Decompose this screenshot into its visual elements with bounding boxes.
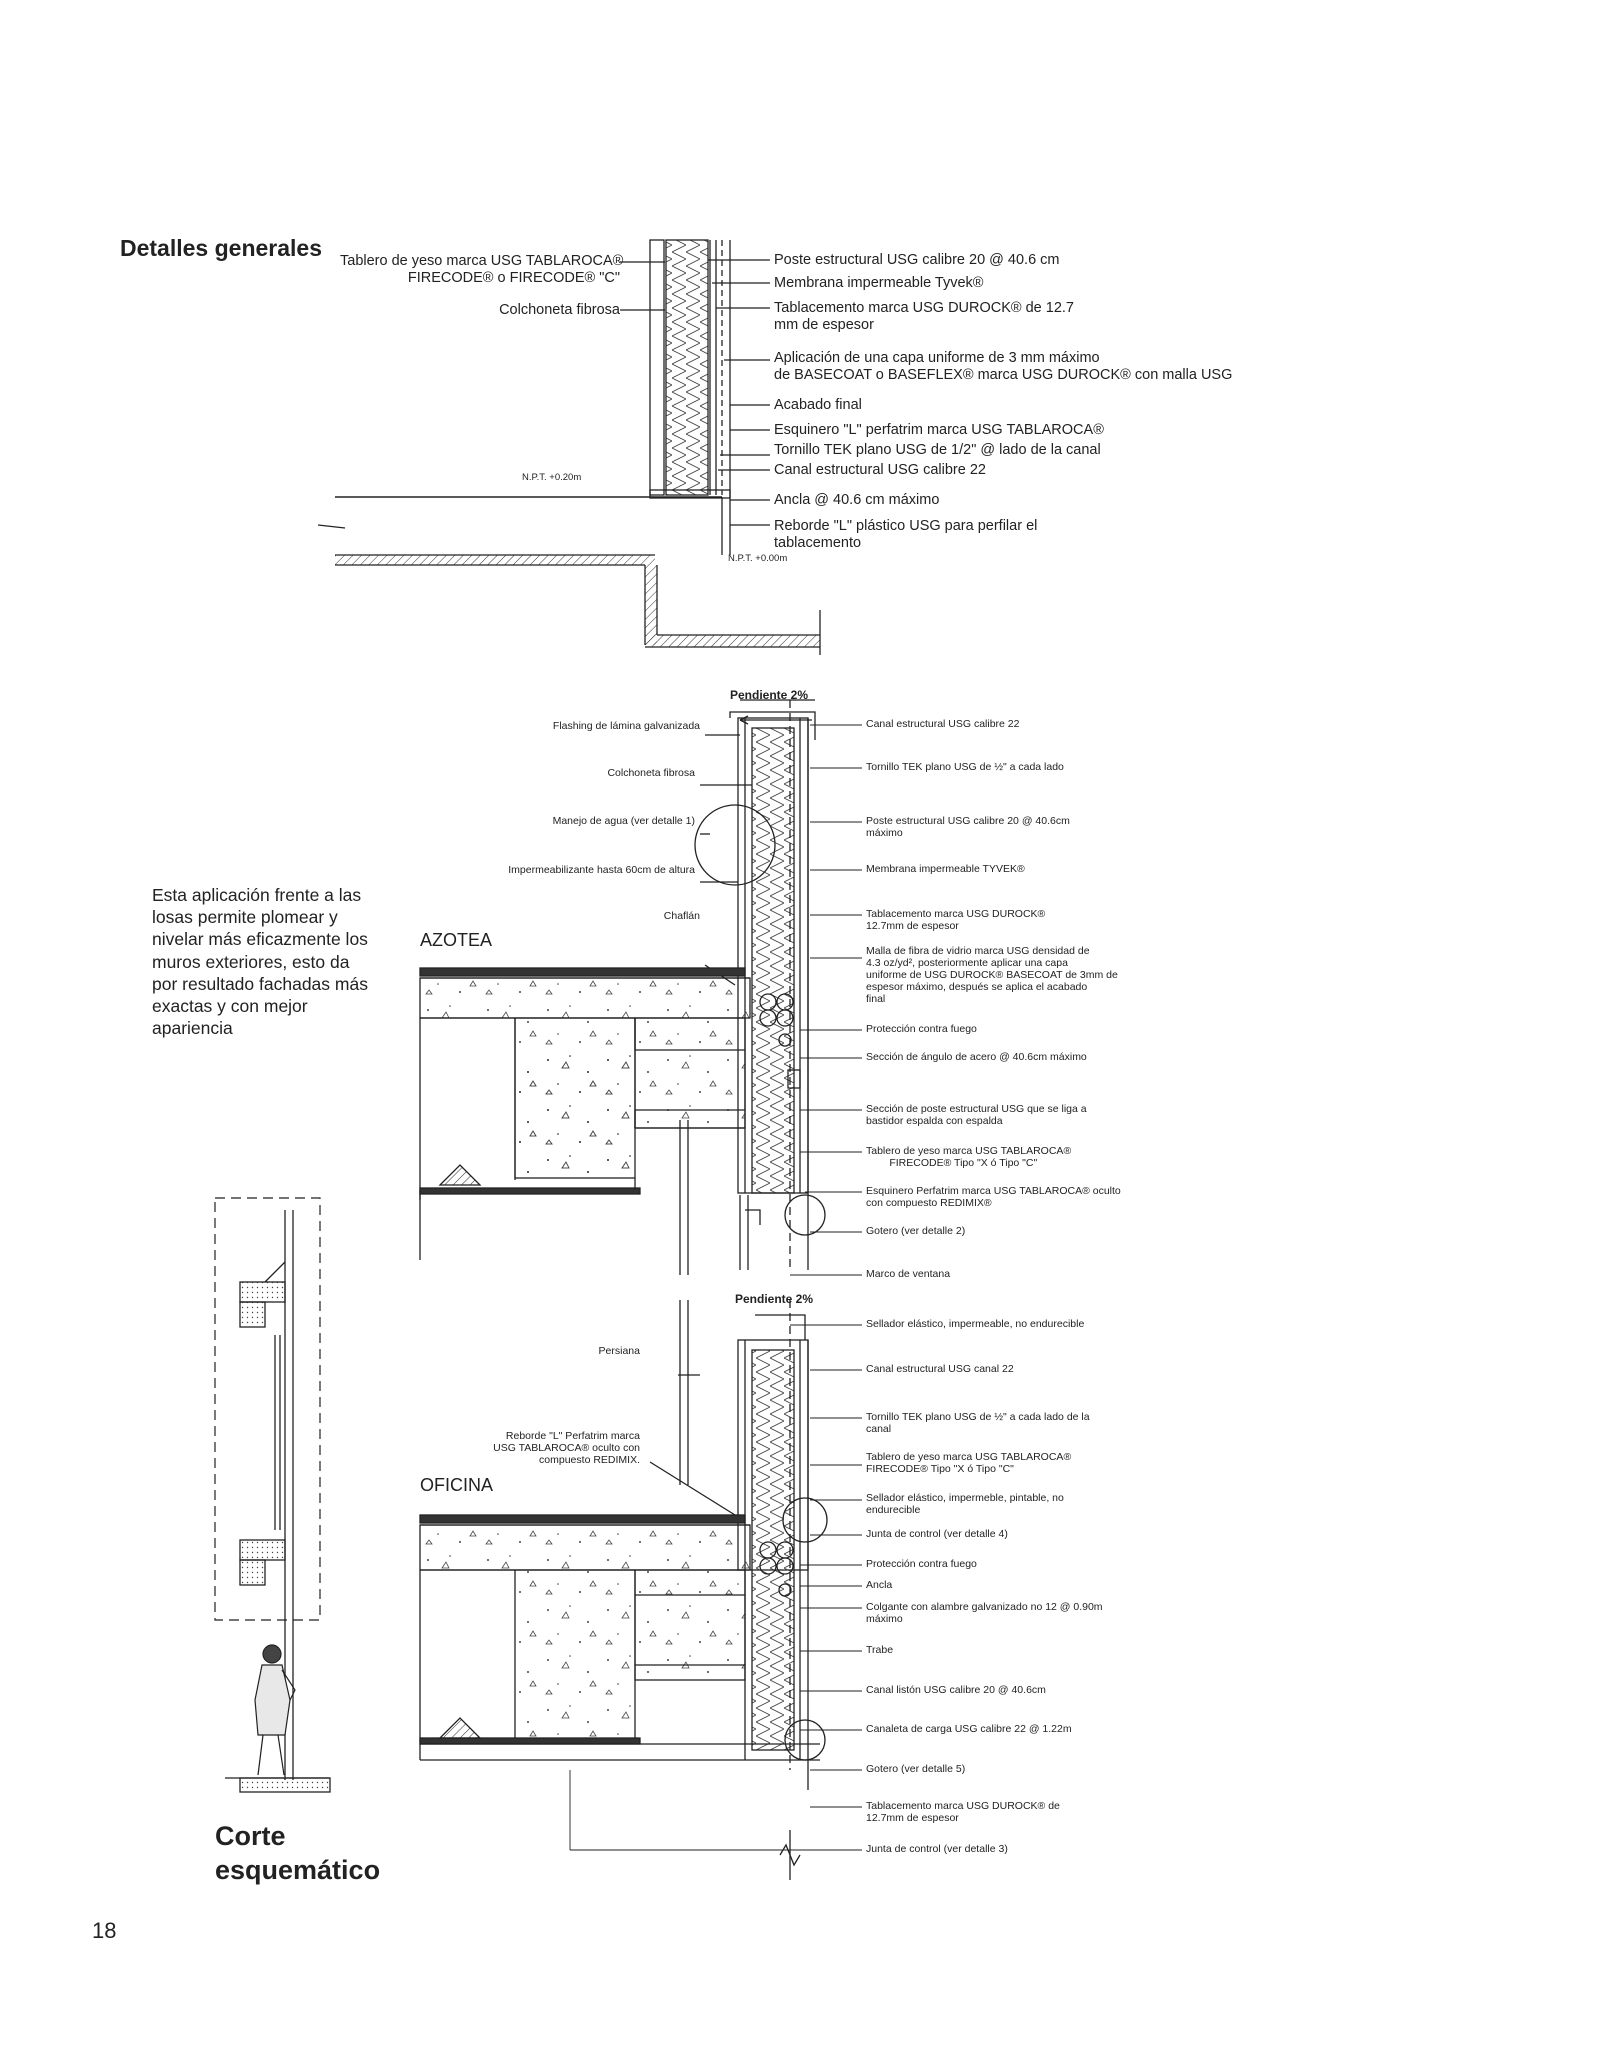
- sec-right-7: Sección de ángulo de acero @ 40.6cm máxi…: [866, 1051, 1087, 1063]
- sec-left-flashing: Flashing de lámina galvanizada: [552, 720, 700, 732]
- sec-right-9: Tablero de yeso marca USG TABLAROCA® FIR…: [866, 1145, 1072, 1170]
- level-upper: N.P.T. +0.20m: [522, 472, 582, 483]
- top-left-label-mat: Colchoneta fibrosa: [499, 302, 620, 318]
- sec-right-2: Poste estructural USG calibre 20 @ 40.6c…: [866, 815, 1070, 840]
- top-right-label-membrane: Membrana impermeable Tyvek®: [774, 275, 984, 291]
- top-left-label-board: Tablero de yeso marca USG TABLAROCA® FIR…: [340, 253, 624, 286]
- slope-mid: Pendiente 2%: [735, 1292, 814, 1306]
- sec-right-23: Canal listón USG calibre 20 @ 40.6cm: [866, 1684, 1046, 1696]
- sec-right-4: Tablacemento marca USG DUROCK® 12.7mm de…: [866, 908, 1046, 933]
- top-right-label-edge: Reborde "L" plástico USG para perfilar e…: [774, 518, 1038, 551]
- sec-right-18: Junta de control (ver detalle 4): [866, 1528, 1008, 1540]
- sec-right-5: Malla de fibra de vidrio marca USG densi…: [866, 945, 1118, 1006]
- sec-right-8: Sección de poste estructural USG que se …: [866, 1103, 1087, 1128]
- sec-left-edge: Reborde "L" Perfatrim marca USG TABLAROC…: [493, 1430, 640, 1467]
- sec-right-11: Gotero (ver detalle 2): [866, 1225, 966, 1237]
- sec-right-16: Tablero de yeso marca USG TABLAROCA® FIR…: [866, 1451, 1072, 1476]
- sec-right-25: Gotero (ver detalle 5): [866, 1763, 966, 1775]
- top-right-label-corner: Esquinero "L" perfatrim marca USG TABLAR…: [774, 422, 1104, 438]
- sec-left-water: Manejo de agua (ver detalle 1): [552, 815, 695, 827]
- sec-left-mat: Colchoneta fibrosa: [607, 767, 695, 779]
- sec-right-22: Trabe: [866, 1644, 894, 1656]
- sec-right-13: Sellador elástico, impermeable, no endur…: [866, 1318, 1085, 1330]
- sec-right-17: Sellador elástico, impermeble, pintable,…: [866, 1492, 1064, 1517]
- top-right-label-finish: Acabado final: [774, 397, 862, 413]
- sec-right-0: Canal estructural USG calibre 22: [866, 718, 1020, 730]
- top-right-label-screw: Tornillo TEK plano USG de 1/2" @ lado de…: [774, 442, 1101, 458]
- sec-right-1: Tornillo TEK plano USG de ½" a cada lado: [866, 761, 1064, 773]
- sec-right-6: Protección contra fuego: [866, 1023, 977, 1035]
- sec-right-21: Colgante con alambre galvanizado no 12 @…: [866, 1601, 1103, 1626]
- sec-right-10: Esquinero Perfatrim marca USG TABLAROCA®…: [866, 1185, 1121, 1210]
- top-right-label-channel: Canal estructural USG calibre 22: [774, 462, 986, 478]
- description-paragraph: Esta aplicación frente a las losas permi…: [152, 885, 368, 1039]
- room-oficina: OFICINA: [420, 1475, 494, 1495]
- level-lower: N.P.T. +0.00m: [728, 553, 788, 564]
- sec-right-15: Tornillo TEK plano USG de ½" a cada lado…: [866, 1411, 1090, 1436]
- top-right-label-basecoat: Aplicación de una capa uniforme de 3 mm …: [774, 350, 1233, 383]
- top-right-label-tablacemento: Tablacemento marca USG DUROCK® de 12.7 m…: [774, 300, 1074, 333]
- sec-left-blind: Persiana: [598, 1345, 640, 1357]
- sec-right-27: Junta de control (ver detalle 3): [866, 1843, 1008, 1855]
- sec-right-24: Canaleta de carga USG calibre 22 @ 1.22m: [866, 1723, 1072, 1735]
- schematic-title: Corte esquemático: [215, 1820, 380, 1888]
- schematic-title-line2: esquemático: [215, 1854, 381, 1885]
- schematic-title-line1: Corte: [215, 1821, 286, 1851]
- sec-right-12: Marco de ventana: [866, 1268, 951, 1280]
- top-right-label-anchor: Ancla @ 40.6 cm máximo: [774, 492, 940, 508]
- sec-right-3: Membrana impermeable TYVEK®: [866, 863, 1025, 875]
- sec-right-26: Tablacemento marca USG DUROCK® de 12.7mm…: [866, 1800, 1060, 1825]
- sec-right-19: Protección contra fuego: [866, 1558, 977, 1570]
- sec-left-chaflan: Chaflán: [663, 910, 700, 922]
- sec-left-waterproofing: Impermeabilizante hasta 60cm de altura: [508, 864, 695, 876]
- room-azotea: AZOTEA: [420, 930, 493, 950]
- page-number: 18: [92, 1918, 117, 1943]
- sec-right-20: Ancla: [866, 1579, 893, 1591]
- slope-top: Pendiente 2%: [730, 688, 809, 702]
- top-right-label-post: Poste estructural USG calibre 20 @ 40.6 …: [774, 252, 1060, 268]
- section-title: Detalles generales: [120, 235, 323, 261]
- sec-right-14: Canal estructural USG canal 22: [866, 1363, 1014, 1375]
